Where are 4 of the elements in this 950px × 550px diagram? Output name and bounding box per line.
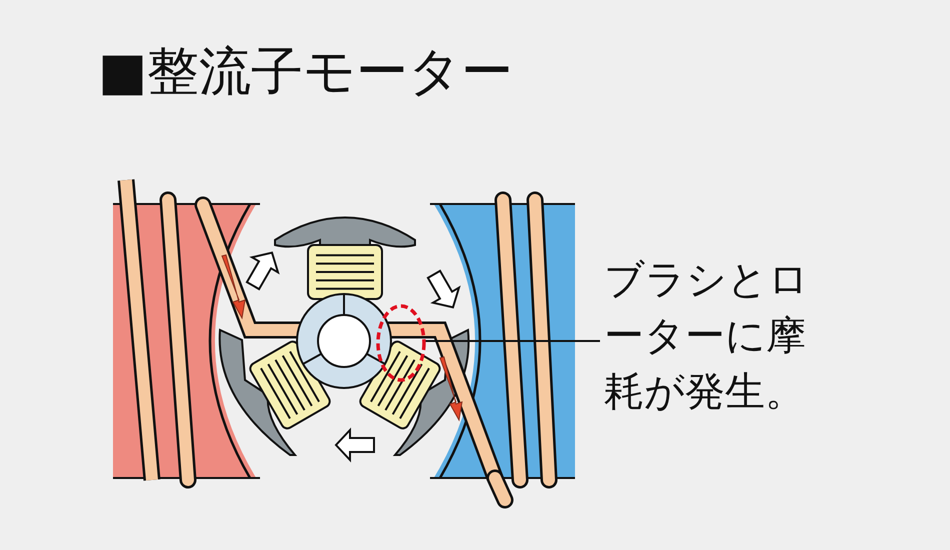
callout-text: ブラシとローターに摩耗が発生。 (604, 252, 816, 420)
leader-line (424, 340, 600, 342)
wear-spot-circle (376, 304, 426, 382)
title: ■整流子モーター (98, 41, 514, 104)
